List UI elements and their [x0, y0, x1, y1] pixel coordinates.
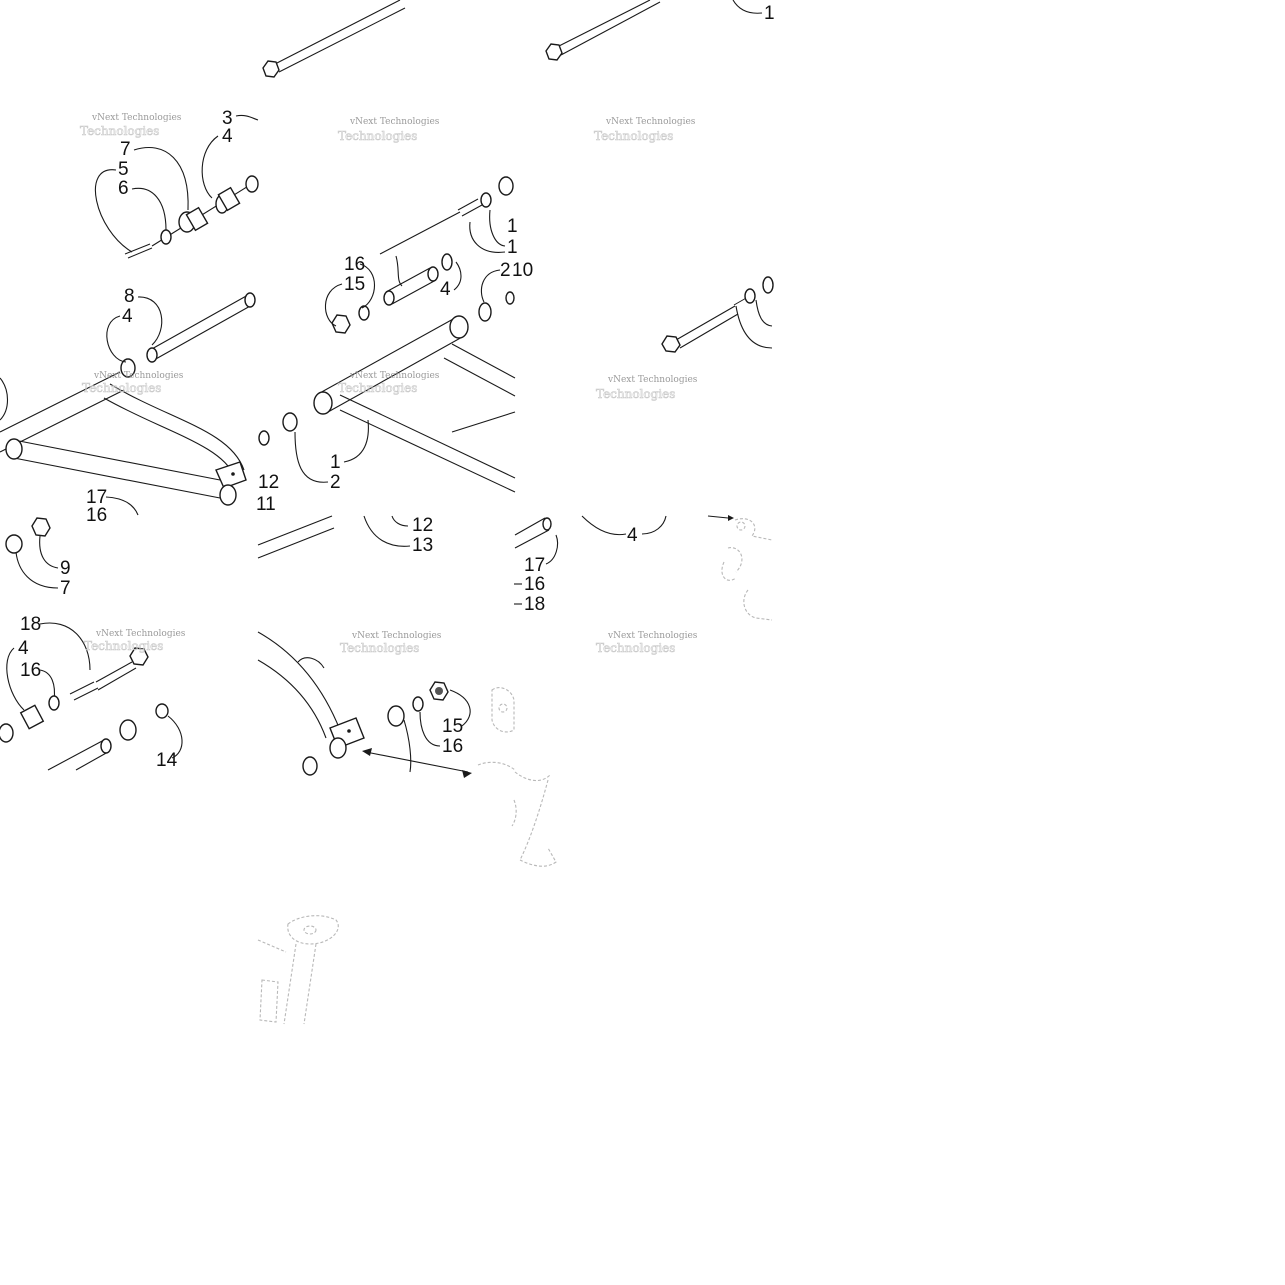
long-bolt-top-right	[545, 0, 661, 61]
washer	[155, 703, 169, 719]
callout-label: 16	[344, 254, 365, 275]
watermark: Technologies	[340, 641, 419, 655]
watermark: Technologies	[596, 641, 675, 655]
watermark: Technologies	[80, 124, 159, 138]
callout-label: 1	[507, 237, 518, 258]
spindle-ghost	[721, 518, 773, 621]
callout-label: 2	[500, 260, 511, 281]
bushing	[5, 534, 23, 554]
callout-label: 12	[258, 472, 279, 493]
lower-tube	[47, 738, 112, 771]
bushing	[762, 276, 774, 294]
watermark: Technologies	[338, 381, 417, 395]
callout-label: 9	[60, 558, 71, 579]
callout-label: 6	[118, 178, 129, 199]
bolt-right	[661, 296, 749, 353]
bushing	[478, 302, 492, 322]
spacer	[217, 186, 241, 212]
bushing	[0, 723, 14, 743]
callout-label: 3	[222, 108, 233, 129]
watermark: vNext Technologies	[605, 117, 696, 127]
upper-a-arm-center	[313, 315, 516, 493]
callout-label: 12	[412, 515, 433, 536]
washer	[258, 430, 270, 446]
watermark: Technologies	[84, 639, 163, 653]
washer	[412, 696, 424, 712]
callout-label: 15	[344, 274, 365, 295]
callout-label: 15	[442, 716, 463, 737]
strut-ghost	[257, 915, 339, 1025]
watermark: vNext Technologies	[351, 631, 442, 641]
bolt-middle	[379, 198, 483, 255]
callout-label: 4	[627, 525, 638, 546]
pivot-tube-upper	[146, 292, 256, 363]
spacer	[19, 704, 45, 730]
watermark: vNext Technologies	[607, 375, 698, 385]
callout-label: 1	[764, 3, 775, 24]
callout-label: 17	[524, 555, 545, 576]
watermark: vNext Technologies	[607, 631, 698, 641]
watermark: Technologies	[82, 381, 161, 395]
callout-label: 1	[507, 216, 518, 237]
bushing	[387, 705, 405, 727]
callout-label: 8	[124, 286, 135, 307]
callout-label: 18	[524, 594, 545, 615]
watermark: Technologies	[596, 387, 675, 401]
callout-label: 17	[86, 487, 107, 508]
callout-label: 7	[120, 139, 131, 160]
dimension-arrow	[362, 719, 472, 778]
callout-label: 2	[330, 472, 341, 493]
callout-label: 16	[20, 660, 41, 681]
washer	[744, 288, 756, 304]
long-bolt-top-left	[262, 0, 406, 78]
washer	[358, 305, 370, 321]
callout-label: 4	[222, 126, 233, 147]
lower-a-arm	[257, 631, 365, 776]
nut-hole	[435, 687, 443, 695]
lower-bolt	[69, 647, 149, 701]
callout-label: 13	[412, 535, 433, 556]
bushing	[119, 719, 137, 741]
callout-label: 7	[60, 578, 71, 599]
callout-label: 4	[18, 638, 29, 659]
watermark: vNext Technologies	[91, 113, 182, 123]
tube-right	[514, 517, 552, 549]
callout-label: 16	[524, 574, 545, 595]
watermark: vNext Technologies	[95, 629, 186, 639]
bushing	[245, 175, 259, 193]
bushing	[282, 412, 298, 432]
washer	[48, 695, 60, 711]
watermark: Technologies	[338, 129, 417, 143]
callout-label: 1	[330, 452, 341, 473]
washer	[505, 291, 515, 305]
spacer	[185, 206, 209, 232]
arrow-head	[728, 515, 734, 521]
callout-label: 16	[442, 736, 463, 757]
watermark: vNext Technologies	[93, 371, 184, 381]
washer	[160, 229, 172, 245]
callout-label: 11	[256, 494, 276, 515]
watermark: Technologies	[594, 129, 673, 143]
knuckle-ghost	[477, 687, 557, 867]
tube-edge	[257, 515, 333, 546]
nut	[31, 517, 51, 537]
callout-label: 14	[156, 750, 178, 771]
callout-label: 10	[512, 260, 533, 281]
nut	[331, 314, 351, 334]
callout-label: 5	[118, 159, 129, 180]
bushing	[441, 253, 453, 271]
tube-edge	[257, 527, 335, 559]
upper-a-arm	[0, 371, 247, 506]
bushing	[120, 358, 136, 378]
callout-label: 4	[122, 306, 133, 327]
bushing	[498, 176, 514, 196]
watermark: vNext Technologies	[349, 371, 440, 381]
callout-label: 18	[20, 614, 41, 635]
callout-label: 16	[86, 505, 107, 526]
washer	[480, 192, 492, 208]
callout-label: 4	[440, 279, 451, 300]
watermark: vNext Technologies	[349, 117, 440, 127]
spacer-tube-middle	[383, 266, 439, 306]
